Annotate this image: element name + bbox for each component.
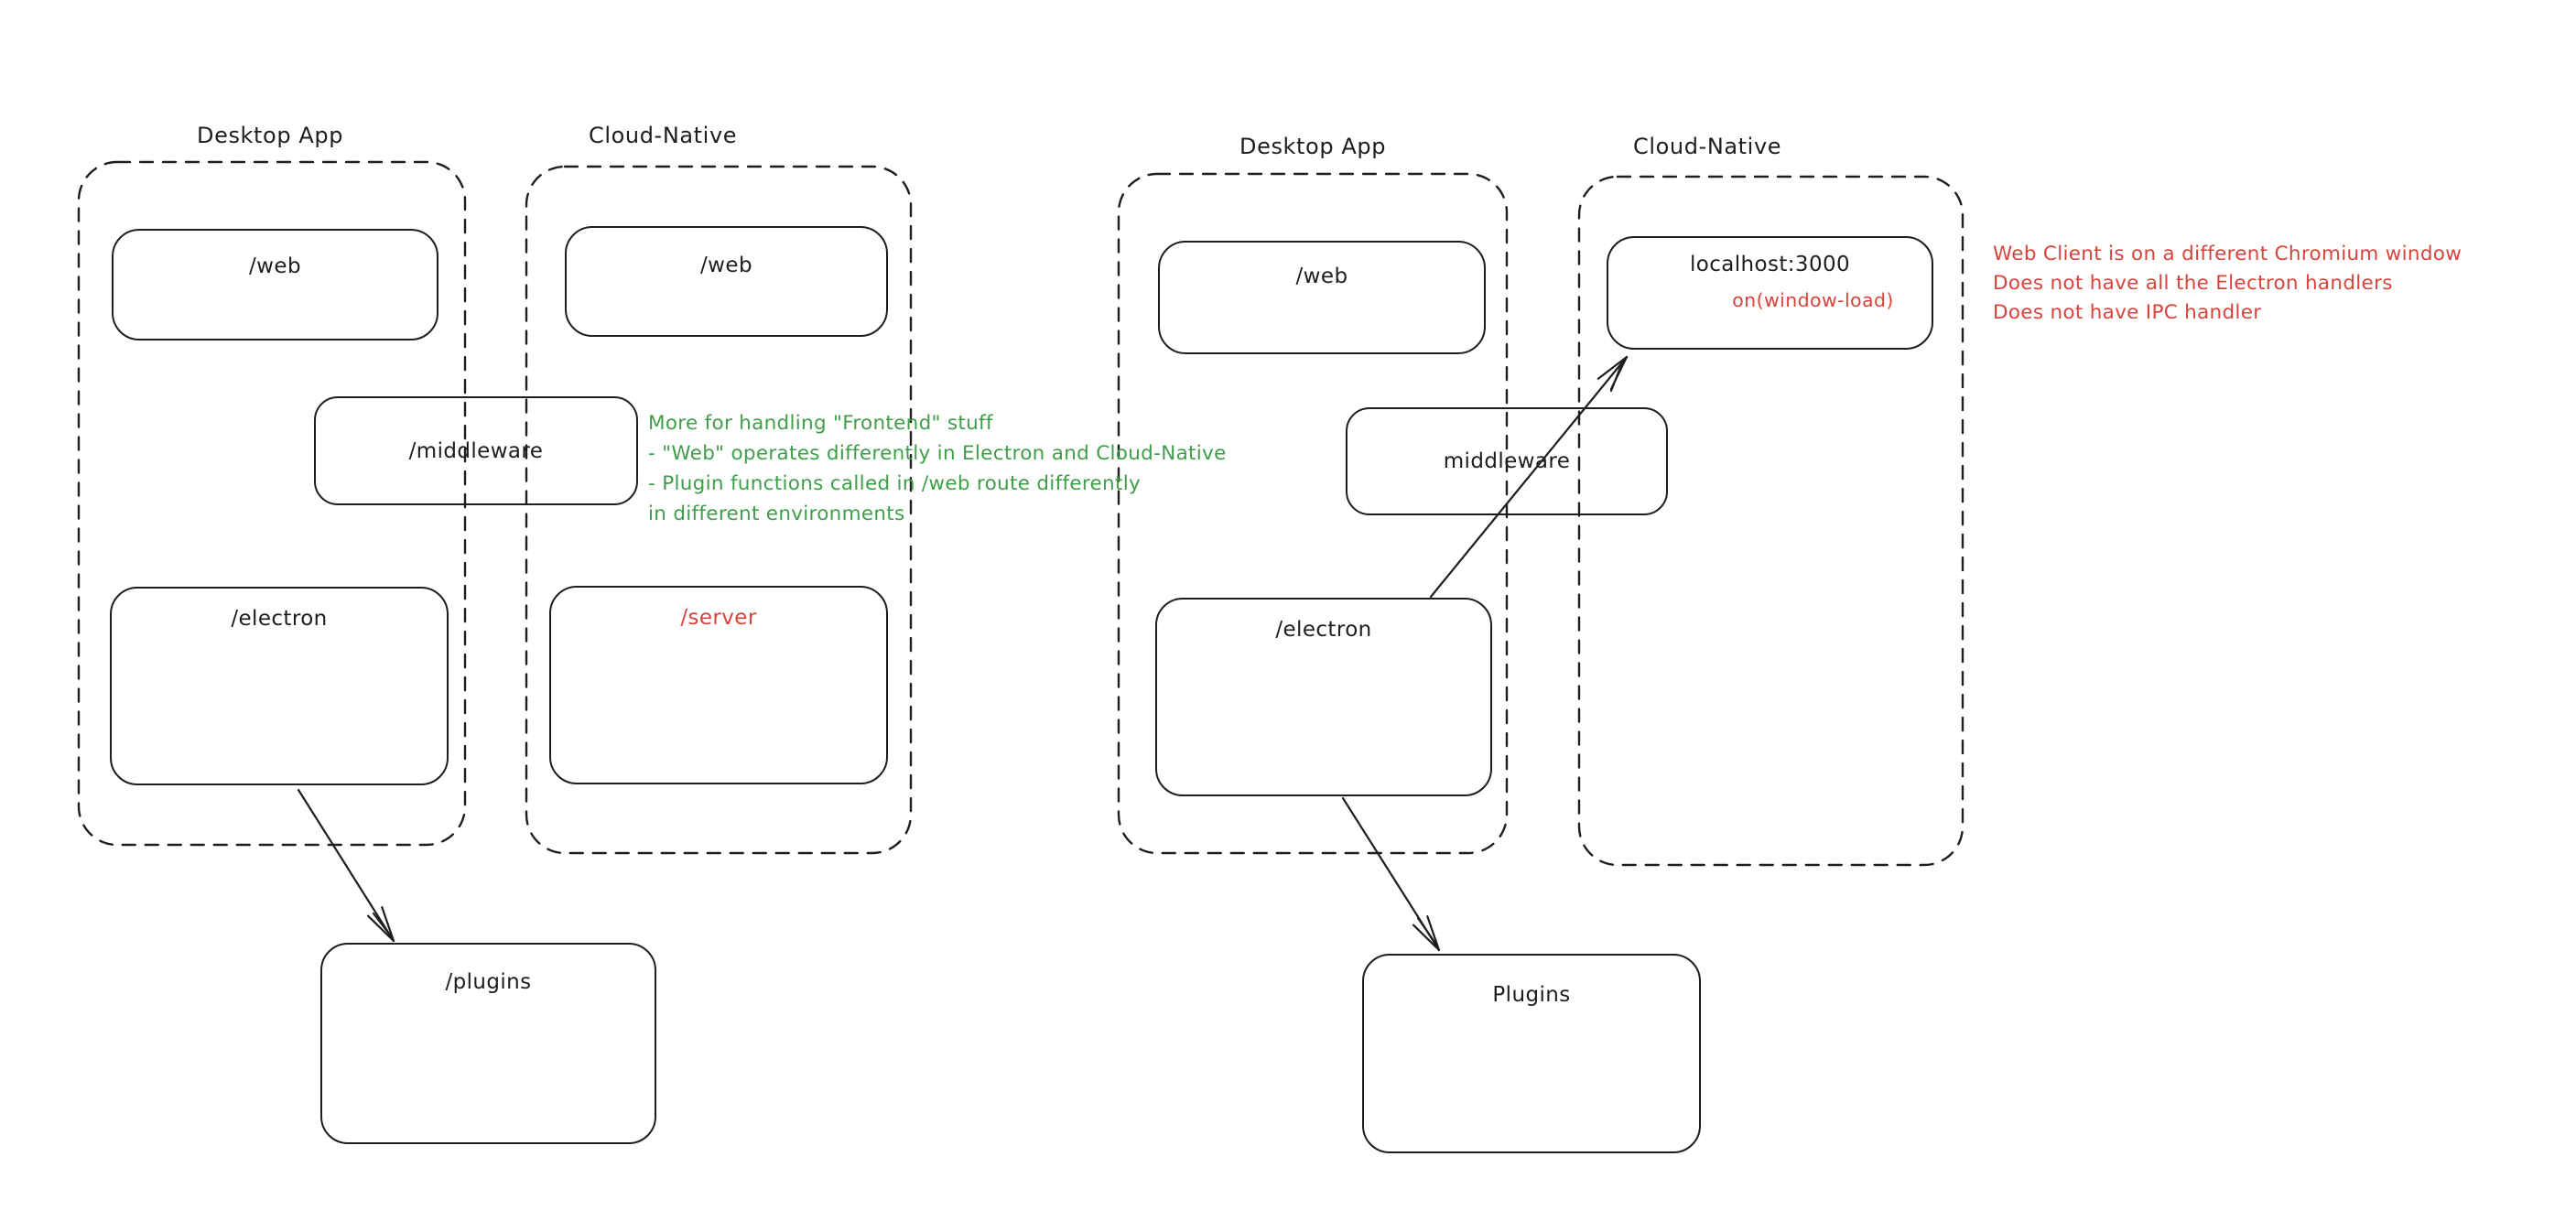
annotation-line: Does not have IPC handler (1993, 301, 2262, 324)
node-electron-left: /electron (110, 587, 449, 785)
group-label-desktop-app-left: Desktop App (197, 123, 344, 148)
annotation-line: - Plugin functions called in /web route … (648, 472, 1141, 495)
annotation-line: - "Web" operates differently in Electron… (648, 442, 1227, 465)
node-sublabel-window-load: on(window-load) (1732, 289, 1894, 311)
annotation-line: More for handling "Frontend" stuff (648, 412, 993, 435)
arrow-electron-to-plugins-right (1341, 796, 1441, 952)
node-server-left: /server (549, 586, 888, 784)
node-label: /web (1295, 265, 1348, 288)
node-label: /web (700, 254, 752, 277)
node-label: /electron (231, 607, 328, 631)
node-label: Plugins (1492, 983, 1571, 1007)
node-web-desktop-left: /web (112, 229, 438, 340)
arrow-electron-to-plugins-left (297, 788, 395, 943)
node-web-cloud-left: /web (565, 226, 888, 337)
annotation-line: Web Client is on a different Chromium wi… (1993, 243, 2462, 265)
annotation-line: in different environments (648, 503, 905, 525)
node-electron-right: /electron (1155, 598, 1492, 796)
group-label-desktop-app-right: Desktop App (1239, 134, 1387, 159)
annotation-web-client-note: Web Client is on a different Chromium wi… (1993, 240, 2462, 328)
annotation-line: Does not have all the Electron handlers (1993, 272, 2393, 295)
node-plugins-left: /plugins (320, 943, 656, 1144)
node-middleware-right: middleware (1346, 407, 1668, 515)
node-plugins-right: Plugins (1362, 954, 1701, 1153)
node-middleware-left: /middleware (314, 396, 638, 505)
node-label: /plugins (445, 970, 532, 994)
node-label: middleware (1443, 449, 1571, 473)
group-label-cloud-native-right: Cloud-Native (1633, 134, 1782, 159)
cloud-native-container-left (525, 165, 913, 855)
group-label-cloud-native-left: Cloud-Native (589, 123, 738, 148)
cloud-native-container-right (1577, 175, 1964, 867)
node-label: localhost:3000 (1689, 253, 1851, 276)
arrow-electron-to-localhost (1429, 355, 1629, 599)
annotation-frontend-note: More for handling "Frontend" stuff - "We… (648, 408, 1227, 529)
node-localhost-3000: localhost:3000 on(window-load) (1607, 236, 1933, 350)
node-label: /server (680, 606, 757, 630)
node-web-desktop-right: /web (1158, 241, 1486, 354)
node-label: /middleware (408, 438, 544, 463)
node-label: /web (249, 254, 301, 278)
node-label: /electron (1275, 618, 1372, 642)
